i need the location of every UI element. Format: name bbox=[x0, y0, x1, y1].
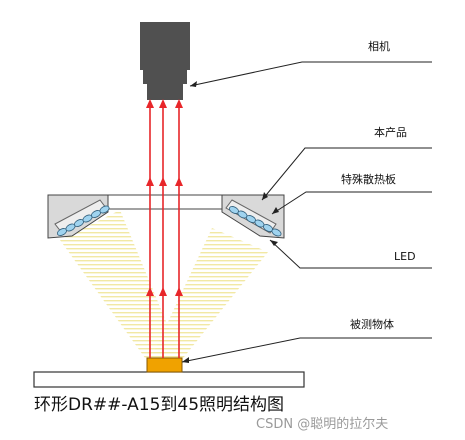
reflected-rays bbox=[146, 99, 183, 358]
leader-arrowhead bbox=[262, 192, 268, 200]
leader-product bbox=[261, 147, 432, 201]
ray-arrowhead bbox=[146, 287, 154, 296]
ray-arrowhead bbox=[159, 99, 167, 108]
leader-arrowhead bbox=[270, 240, 278, 246]
leader-led bbox=[269, 239, 432, 269]
light-beam-left bbox=[60, 210, 182, 362]
ray-arrowhead bbox=[159, 177, 167, 186]
camera-lens-tip bbox=[147, 84, 183, 100]
led-row-left bbox=[56, 205, 110, 236]
ray-arrowhead bbox=[175, 99, 183, 108]
leader-arrowhead bbox=[182, 357, 189, 363]
leader-object bbox=[181, 337, 432, 363]
diffuser-plate bbox=[99, 194, 231, 210]
label-camera: 相机 bbox=[368, 39, 390, 53]
ray-arrowhead bbox=[146, 177, 154, 186]
ray-arrowhead bbox=[175, 177, 183, 186]
inspected-object bbox=[146, 357, 183, 373]
label-heatsink: 特殊散热板 bbox=[341, 172, 396, 186]
ray-arrowhead bbox=[175, 287, 183, 296]
watermark: CSDN @聪明的拉尔夫 bbox=[256, 416, 388, 432]
diagram-caption: 环形DR##-A15到45照明结构图 bbox=[34, 395, 284, 415]
label-object: 被测物体 bbox=[350, 317, 394, 331]
camera-lens bbox=[143, 70, 187, 84]
leader-heatsink bbox=[271, 191, 432, 215]
leader-camera bbox=[189, 61, 432, 87]
ray-arrowhead bbox=[146, 99, 154, 108]
leader-arrowhead bbox=[272, 207, 279, 214]
label-led: LED bbox=[394, 250, 416, 263]
ray-arrowhead bbox=[159, 287, 167, 296]
base-platform bbox=[33, 371, 305, 388]
light-beam-right bbox=[150, 228, 268, 362]
leader-arrowhead bbox=[190, 81, 197, 87]
label-product: 本产品 bbox=[374, 125, 407, 139]
led-lens bbox=[271, 228, 282, 237]
camera-icon bbox=[140, 22, 190, 100]
led-lens bbox=[99, 205, 110, 214]
camera-body bbox=[140, 22, 190, 70]
led-row-right bbox=[228, 206, 282, 237]
